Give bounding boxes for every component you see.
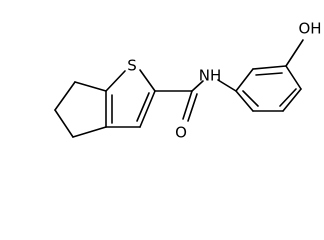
bond	[235, 68, 254, 92]
amide-nh-label: NH	[199, 67, 222, 85]
bond	[285, 39, 304, 67]
bond	[191, 80, 204, 92]
bond	[235, 90, 254, 112]
bond	[54, 81, 76, 111]
phenol-ring	[217, 39, 304, 112]
bond	[282, 88, 302, 112]
chemical-structure-diagram: S NH O OH	[54, 20, 322, 142]
bond	[285, 65, 302, 90]
bond	[105, 70, 126, 92]
hydroxyl-label: OH	[298, 20, 321, 38]
thiophene-ring	[105, 69, 156, 128]
bond	[217, 79, 237, 92]
bond	[252, 65, 287, 70]
bond	[187, 93, 198, 122]
sulfur-atom-label: S	[127, 57, 137, 75]
bond	[242, 90, 259, 107]
cyclopentane-ring	[54, 81, 107, 138]
bond	[136, 92, 150, 122]
bond	[139, 90, 156, 128]
carbonyl-oxygen-label: O	[175, 124, 187, 142]
bond	[255, 72, 283, 76]
bond	[54, 109, 74, 138]
bond	[72, 126, 107, 138]
bond	[139, 69, 156, 92]
bond	[74, 81, 107, 92]
bond	[182, 90, 193, 120]
bond	[279, 88, 297, 107]
amide-group	[154, 80, 204, 122]
